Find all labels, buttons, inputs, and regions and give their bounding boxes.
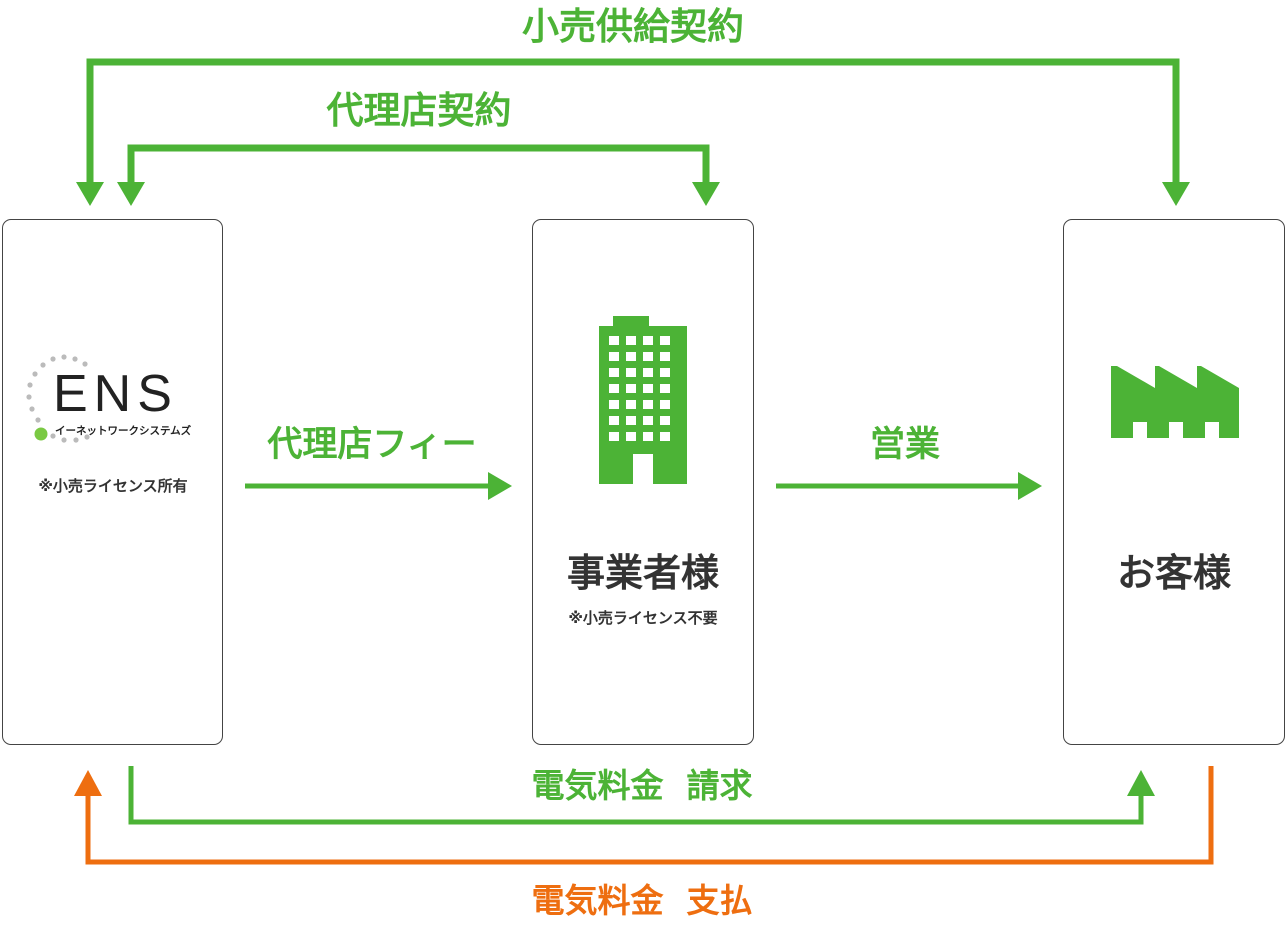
ens-note: ※小売ライセンス所有 xyxy=(38,477,188,495)
sales-arrowhead xyxy=(1018,472,1042,500)
sales-label: 営業 xyxy=(869,425,941,465)
agency-fee-arrowhead xyxy=(488,472,512,500)
agency-contract-label: 代理店契約 xyxy=(326,89,512,132)
business-title: 事業者様 xyxy=(566,551,720,595)
payment-label: 電気料金 支払 xyxy=(531,881,753,920)
payment-line xyxy=(85,766,1214,865)
billing-line xyxy=(128,766,1144,825)
agency-contract-arrowhead-left xyxy=(117,182,145,206)
billing-label: 電気料金 請求 xyxy=(531,766,753,805)
ens-node: ENS イーネットワークシステムズ ※小売ライセンス所有 xyxy=(2,219,223,745)
factory-icon xyxy=(1111,366,1239,438)
business-node: 事業者様 ※小売ライセンス不要 xyxy=(532,219,754,745)
retail-supply-contract-line xyxy=(86,58,1180,186)
office-building-icon xyxy=(599,316,687,484)
business-note: ※小売ライセンス不要 xyxy=(568,609,718,627)
retail-supply-arrowhead-left xyxy=(76,182,104,206)
agency-contract-line xyxy=(127,144,710,186)
ens-logo xyxy=(26,354,90,443)
ens-logo-dot xyxy=(34,427,48,441)
billing-arrowhead xyxy=(1127,770,1155,796)
retail-supply-arrowhead-right xyxy=(1162,182,1190,206)
ens-logo-ring xyxy=(26,354,90,443)
agency-contract-arrowhead-right xyxy=(692,182,720,206)
customer-title: お客様 xyxy=(1116,551,1232,595)
ens-logo-text: ENS xyxy=(53,365,178,423)
payment-arrowhead xyxy=(74,770,102,796)
agency-fee-label: 代理店フィー xyxy=(267,425,477,465)
customer-node: お客様 xyxy=(1063,219,1285,745)
retail-supply-contract-label: 小売供給契約 xyxy=(522,5,744,48)
ens-logo-subtitle: イーネットワークシステムズ xyxy=(55,425,192,437)
